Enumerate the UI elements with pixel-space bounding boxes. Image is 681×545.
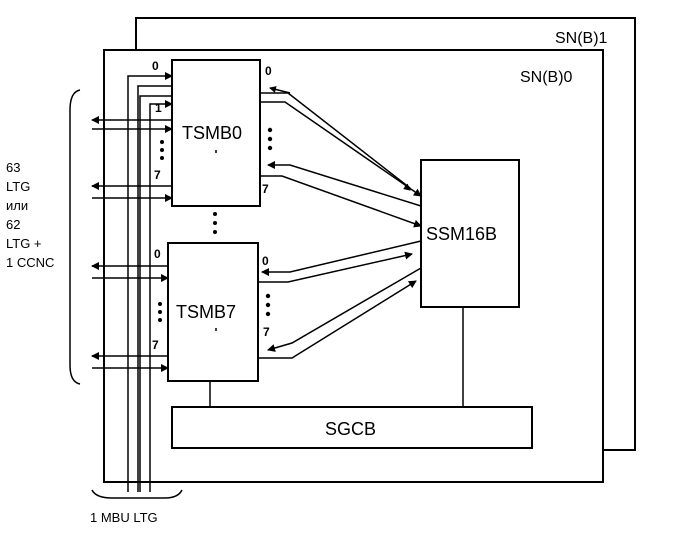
plane-sn-b1-label: SN(B)1 — [555, 30, 608, 47]
tsmb0-box — [171, 59, 261, 207]
svg-text:62: 62 — [6, 217, 20, 232]
mbu-ltg-links — [127, 72, 173, 492]
sgcb-box — [171, 406, 533, 449]
svg-text:1 CCNC: 1 CCNC — [6, 255, 54, 270]
left-port-ellipsis-bottom — [158, 302, 162, 322]
left-bracket — [69, 89, 81, 385]
ltg-note: 63 LTG или 62 LTG + 1 CCNC — [6, 160, 54, 270]
port-tsmb0-left-0: 0 — [152, 59, 159, 73]
port-tsmb0-left-1: 1 — [155, 101, 162, 115]
mbu-ltg-note: 1 MBU LTG — [90, 510, 158, 525]
port-tsmb7-right-0: 0 — [262, 254, 269, 268]
ssm16b-label: SSM16B — [426, 224, 497, 244]
plane-sn-b0-label: SN(B)0 — [520, 69, 573, 86]
tsmb0-ssm-links — [260, 86, 422, 228]
port-tsmb0-right-0: 0 — [265, 64, 272, 78]
ssm16b-box — [420, 159, 520, 308]
port-tsmb0-right-7: 7 — [262, 182, 269, 196]
port-tsmb7-left-0: 0 — [154, 247, 161, 261]
tsmb7-box — [167, 242, 259, 382]
left-port-ellipsis-top — [160, 140, 164, 160]
svg-text:LTG: LTG — [6, 179, 30, 194]
port-tsmb7-left-7: 7 — [152, 338, 159, 352]
port-tsmb7-right-7: 7 — [263, 325, 270, 339]
tsmb0-left-links — [91, 116, 173, 202]
svg-text:LTG +: LTG + — [6, 236, 42, 251]
tsmb7-ssm-links — [258, 240, 422, 359]
bottom-bracket — [91, 489, 183, 499]
tsmb7-label: TSMB7 — [176, 302, 236, 322]
port-tsmb0-left-7: 7 — [154, 168, 161, 182]
svg-text:или: или — [6, 198, 28, 213]
sgcb-label: SGCB — [325, 419, 376, 439]
module-ellipsis — [213, 212, 217, 234]
right-port-ellipsis-top — [267, 127, 273, 151]
tsmb7-left-links — [91, 262, 169, 372]
svg-text:63: 63 — [6, 160, 20, 175]
right-port-ellipsis-bottom — [265, 293, 271, 317]
tsmb0-label: TSMB0 — [182, 123, 242, 143]
